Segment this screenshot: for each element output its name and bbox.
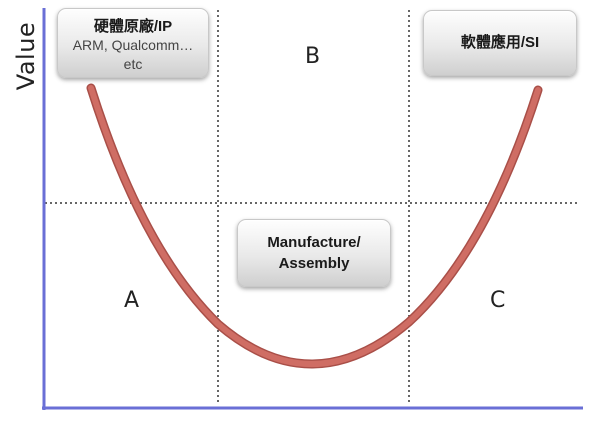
y-axis-label-text: Value bbox=[12, 21, 40, 91]
smile-curve bbox=[88, 85, 541, 367]
quadrant-label-b: B bbox=[305, 44, 321, 69]
hardware-ip-title: 硬體原廠/IP bbox=[93, 18, 173, 35]
software-si-title: 軟體應用/SI bbox=[460, 34, 540, 51]
hardware-ip-subtitle-2: etc bbox=[123, 56, 143, 72]
hardware-ip-box: 硬體原廠/IP ARM, Qualcomm… etc bbox=[57, 8, 209, 78]
manufacture-title-2: Assembly bbox=[278, 255, 350, 272]
manufacture-title-1: Manufacture/ bbox=[267, 234, 361, 251]
quadrant-label-c: C bbox=[490, 288, 506, 313]
hardware-ip-subtitle-1: ARM, Qualcomm… bbox=[72, 37, 194, 53]
software-si-box: 軟體應用/SI bbox=[423, 10, 577, 76]
y-axis-label: Value bbox=[0, 22, 54, 90]
manufacture-assembly-box: Manufacture/ Assembly bbox=[237, 219, 391, 287]
quadrant-label-a: A bbox=[124, 288, 140, 313]
